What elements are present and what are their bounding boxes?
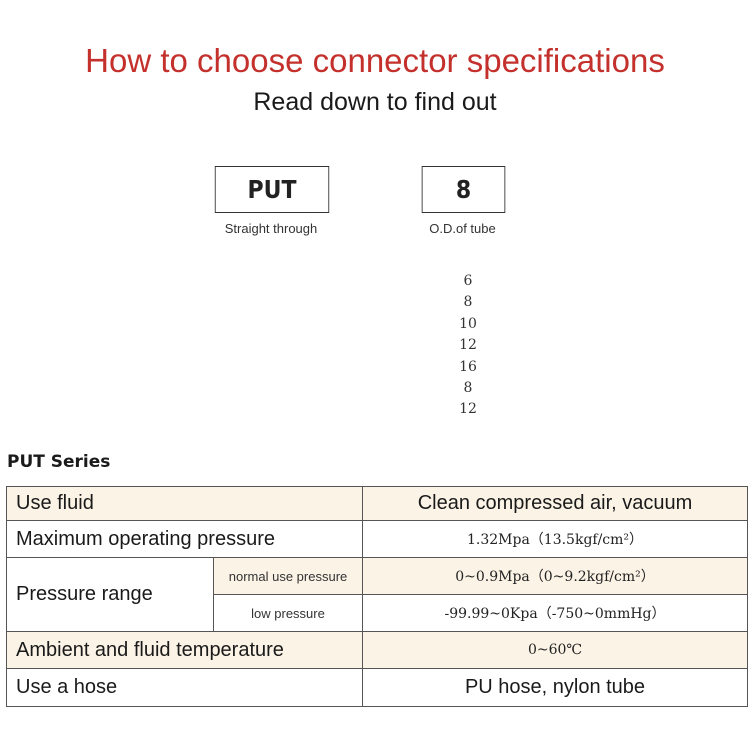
hose-value: PU hose, nylon tube (362, 668, 748, 707)
size-option: 12 (459, 337, 477, 354)
size-option: 16 (459, 358, 477, 375)
temperature-value: 0~60℃ (362, 631, 748, 669)
table-row: low pressure -99.99~0Kpa（-750~0mmHg） (6, 594, 748, 632)
size-option: 8 (463, 294, 473, 311)
table-row: Ambient and fluid temperature 0~60℃ (6, 631, 748, 669)
use-fluid-value: Clean compressed air, vacuum (362, 486, 748, 521)
use-fluid-label: Use fluid (6, 486, 363, 521)
normal-pressure-label: normal use pressure (213, 557, 363, 595)
page-title: How to choose connector specifications (85, 42, 665, 79)
table-row: Use a hose PU hose, nylon tube (6, 668, 748, 707)
series-title: PUT Series (7, 452, 111, 472)
pressure-range-label: Pressure range (6, 557, 214, 632)
table-row: Use fluid Clean compressed air, vacuum (6, 486, 748, 521)
spec-table: Use fluid Clean compressed air, vacuum M… (6, 486, 748, 707)
table-row: Maximum operating pressure 1.32Mpa（13.5k… (6, 520, 748, 558)
size-option: 8 (463, 379, 473, 396)
size-option: 6 (463, 273, 473, 289)
model-code-box: PUT (214, 166, 330, 213)
table-row: Pressure range normal use pressure 0~0.9… (6, 557, 748, 632)
size-option: 12 (459, 401, 477, 418)
normal-pressure-value: 0~0.9Mpa（0~9.2kgf/cm²） (362, 557, 748, 595)
size-options-list: 6 8 10 12 16 8 12 (438, 271, 498, 421)
temperature-label: Ambient and fluid temperature (6, 631, 363, 669)
size-option: 10 (459, 315, 477, 332)
low-pressure-value: -99.99~0Kpa（-750~0mmHg） (362, 594, 748, 632)
hose-label: Use a hose (6, 668, 363, 707)
low-pressure-label: low pressure (213, 594, 363, 632)
max-pressure-label: Maximum operating pressure (6, 520, 363, 558)
model-caption: Straight through (224, 221, 318, 236)
size-caption: O.D.of tube (429, 221, 496, 236)
size-code-box: 8 (421, 166, 506, 213)
max-pressure-value: 1.32Mpa（13.5kgf/cm²） (362, 520, 748, 558)
page-subtitle: Read down to find out (253, 88, 497, 116)
